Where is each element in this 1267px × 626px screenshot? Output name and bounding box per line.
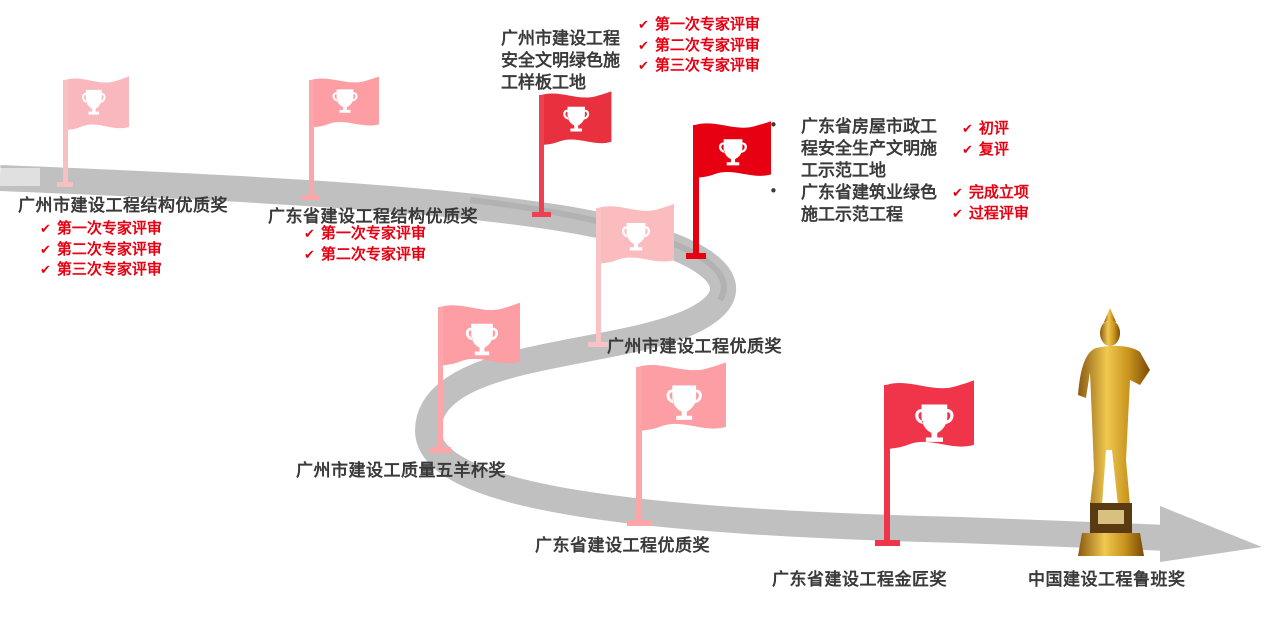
luban-statue-icon [1078, 308, 1150, 556]
check-icon: ✔ [40, 222, 51, 237]
milestone-label: 广州市建设工程 安全文明绿色施 工样板工地 [501, 29, 620, 93]
flag-icon [311, 76, 379, 128]
check-icon: ✔ [638, 18, 649, 33]
flag-icon [638, 362, 726, 432]
milestone-label: 广东省建设工程结构优质奖 [268, 207, 478, 227]
check-icon: ✔ [962, 142, 973, 158]
check-icon: ✔ [638, 59, 649, 74]
check-icon: ✔ [40, 242, 51, 258]
milestone-label: 广东省房屋市政工 程安全生产文明施 工示范工地 [801, 117, 937, 181]
check-icon: ✔ [40, 263, 51, 278]
check-icon: ✔ [304, 247, 315, 263]
flag-icon [695, 121, 771, 179]
check-icon: ✔ [952, 186, 963, 201]
milestone-label: 中国建设工程鲁班奖 [1028, 570, 1186, 590]
checklist: ✔第一次专家评审 ✔第二次专家评审 [304, 224, 426, 263]
check-icon: ✔ [952, 206, 963, 222]
road [0, 165, 1171, 551]
check-icon: ✔ [962, 122, 973, 137]
checklist: ✔第一次专家评审 ✔第二次专家评审 ✔第三次专家评审 [40, 219, 162, 278]
checklist: ✔第一次专家评审 ✔第二次专家评审 ✔第三次专家评审 [638, 15, 760, 74]
checklist: ✔初评 ✔复评 [962, 119, 1009, 158]
milestone-label: 广东省建设工程金匠奖 [772, 570, 947, 590]
checklist: ✔完成立项 ✔过程评审 [952, 183, 1029, 222]
milestone-label: 广东省建筑业绿色 施工示范工程 [801, 183, 937, 225]
bullet: • [769, 116, 778, 134]
flag-icon [541, 91, 612, 146]
milestone-label: 广州市建设工质量五羊杯奖 [296, 461, 506, 481]
road-arrowhead [1160, 506, 1262, 562]
milestone-label: 广州市建设工程结构优质奖 [18, 196, 228, 216]
flag-icon [886, 380, 974, 450]
flag-icon [65, 76, 129, 131]
check-icon: ✔ [638, 38, 649, 54]
flag-icon [440, 302, 520, 366]
milestone-label: 广东省建设工程优质奖 [535, 536, 710, 556]
milestone-label: 广州市建设工程优质奖 [607, 337, 782, 357]
check-icon: ✔ [304, 227, 315, 242]
flag-icon [598, 204, 674, 264]
bullet: • [769, 182, 778, 200]
